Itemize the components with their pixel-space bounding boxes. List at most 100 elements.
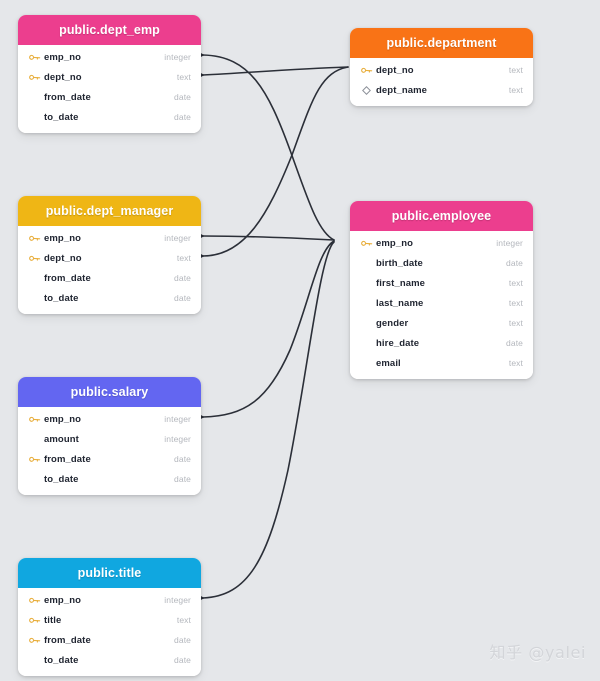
table-header-department[interactable]: public.department bbox=[350, 28, 533, 58]
key-icon bbox=[26, 452, 42, 466]
key-icon bbox=[26, 633, 42, 647]
column-row[interactable]: last_name text bbox=[350, 293, 533, 313]
no-icon-spacer bbox=[26, 653, 42, 667]
column-name: from_date bbox=[44, 634, 91, 646]
column-type: text bbox=[508, 298, 523, 308]
key-icon bbox=[360, 240, 372, 246]
table-header-title[interactable]: public.title bbox=[18, 558, 201, 588]
column-row[interactable]: emp_no integer bbox=[18, 590, 201, 610]
column-name: birth_date bbox=[376, 257, 423, 269]
relationship-dept_manager-emp_no-to-employee bbox=[202, 235, 335, 241]
column-type: date bbox=[174, 273, 191, 283]
column-name: emp_no bbox=[44, 594, 82, 606]
key-icon bbox=[358, 63, 374, 77]
column-name: amount bbox=[44, 433, 79, 445]
column-type: text bbox=[508, 65, 523, 75]
column-name: hire_date bbox=[376, 337, 420, 349]
key-icon bbox=[26, 251, 42, 265]
column-type: integer bbox=[164, 434, 191, 444]
table-node-title[interactable]: public.title emp_no integer title text from_d… bbox=[18, 558, 201, 676]
column-name: title bbox=[44, 614, 62, 626]
key-icon bbox=[28, 255, 40, 261]
key-icon bbox=[28, 416, 40, 422]
column-type: date bbox=[174, 454, 191, 464]
no-icon-spacer bbox=[26, 432, 42, 446]
column-name: dept_name bbox=[376, 84, 428, 96]
no-icon-spacer bbox=[26, 110, 42, 124]
column-type: integer bbox=[164, 595, 191, 605]
column-name: email bbox=[376, 357, 401, 369]
column-row[interactable]: emp_no integer bbox=[18, 409, 201, 429]
column-row[interactable]: dept_name text bbox=[350, 80, 533, 100]
no-icon-spacer bbox=[358, 356, 374, 370]
column-row[interactable]: from_date date bbox=[18, 268, 201, 288]
watermark: 知乎 @yalei bbox=[489, 643, 586, 662]
table-header-employee[interactable]: public.employee bbox=[350, 201, 533, 231]
column-name: emp_no bbox=[376, 237, 414, 249]
column-name: from_date bbox=[44, 272, 91, 284]
column-name: dept_no bbox=[376, 64, 414, 76]
column-row[interactable]: emp_no integer bbox=[18, 47, 201, 67]
no-icon-spacer bbox=[358, 276, 374, 290]
column-type: text bbox=[508, 85, 523, 95]
relationship-dept_emp-emp_no-to-employee bbox=[202, 54, 335, 241]
key-icon bbox=[28, 597, 40, 603]
key-icon bbox=[28, 74, 40, 80]
no-icon-spacer bbox=[26, 472, 42, 486]
column-name: dept_no bbox=[44, 71, 82, 83]
column-name: last_name bbox=[376, 297, 424, 309]
column-name: emp_no bbox=[44, 413, 82, 425]
relationship-dept_manager-dept_no-to-department bbox=[202, 66, 349, 257]
column-type: text bbox=[176, 615, 191, 625]
column-row[interactable]: title text bbox=[18, 610, 201, 630]
column-type: integer bbox=[164, 52, 191, 62]
column-type: date bbox=[174, 474, 191, 484]
column-type: integer bbox=[496, 238, 523, 248]
column-type: date bbox=[174, 655, 191, 665]
column-name: from_date bbox=[44, 91, 91, 103]
column-name: gender bbox=[376, 317, 409, 329]
key-icon bbox=[28, 235, 40, 241]
column-type: date bbox=[174, 92, 191, 102]
column-row[interactable]: amount integer bbox=[18, 429, 201, 449]
table-header-dept_emp[interactable]: public.dept_emp bbox=[18, 15, 201, 45]
column-row[interactable]: emp_no integer bbox=[350, 233, 533, 253]
table-header-salary[interactable]: public.salary bbox=[18, 377, 201, 407]
relationship-title-emp_no-to-employee bbox=[202, 241, 335, 599]
column-row[interactable]: from_date date bbox=[18, 87, 201, 107]
key-icon bbox=[358, 236, 374, 250]
column-type: integer bbox=[164, 414, 191, 424]
column-type: integer bbox=[164, 233, 191, 243]
no-icon-spacer bbox=[358, 296, 374, 310]
column-name: emp_no bbox=[44, 51, 82, 63]
relationship-dept_emp-dept_no-to-department bbox=[202, 66, 349, 76]
table-header-dept_manager[interactable]: public.dept_manager bbox=[18, 196, 201, 226]
no-icon-spacer bbox=[358, 336, 374, 350]
column-row[interactable]: dept_no text bbox=[350, 60, 533, 80]
